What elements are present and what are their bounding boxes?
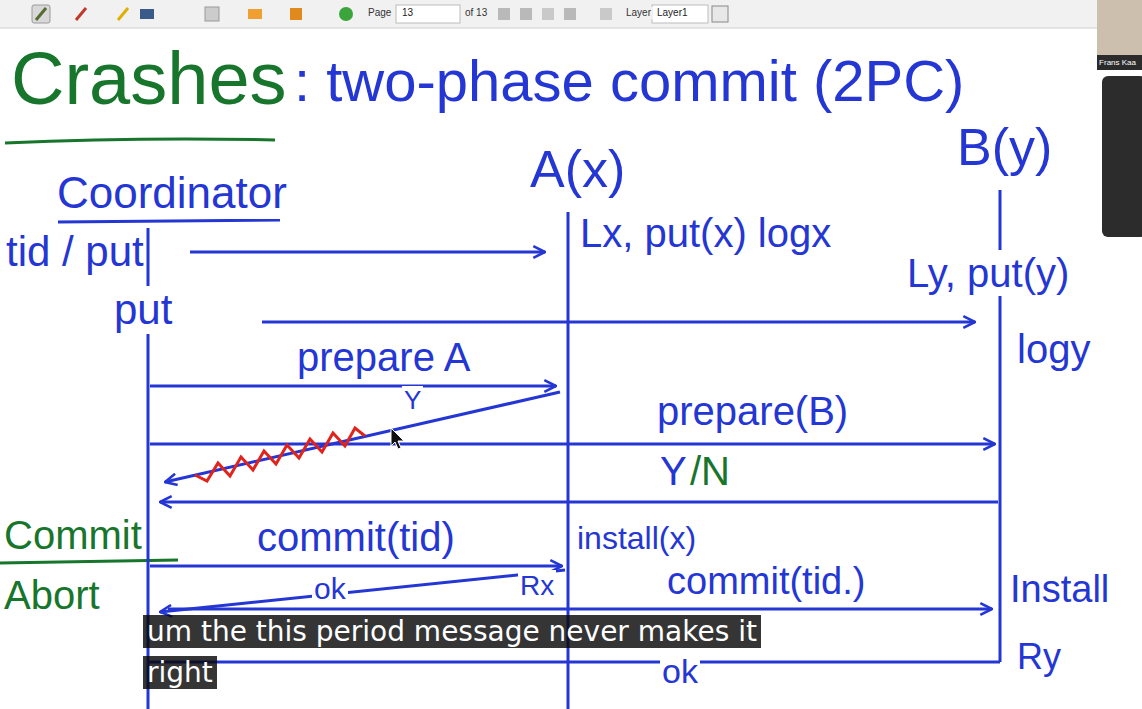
video-subtitle: um the this period message never makes i… [143,612,793,693]
reply-label: Y [658,448,689,494]
mouse-cursor [391,428,404,449]
webcam-name-strip [1097,55,1142,70]
toolbar-border [0,28,1142,29]
coordinator-underline [58,220,280,222]
page-number: 13 [400,7,415,19]
reply-label: ok [660,652,700,691]
toolbar-label: Page [366,7,393,19]
log-note: Ly, put(y) [905,250,1071,296]
release-note: Ry [1015,636,1063,677]
decision-label: Abort [2,572,102,618]
page-title: Crashes [8,36,290,121]
toolbar-label: of 13 [463,7,489,19]
toolbar-label: Layer [624,7,653,19]
participant-name: B(y) [955,118,1054,178]
reply-label: ok [312,572,348,607]
install-note: install(x) [575,520,698,557]
log-note: logy [1015,326,1092,372]
participant-name: Coordinator [55,168,289,219]
title-subtitle: : two-phase commit (2PC) [292,48,966,115]
log-note: Lx, put(x) logx [578,210,833,256]
toolbar [0,0,1142,28]
participant-name: A(x) [528,140,627,200]
decision-label: Commit [2,512,144,558]
install-note: Install [1008,568,1111,612]
message-label: commit(tid) [255,514,457,560]
webcam-name: Frans Kaa [1097,58,1138,67]
bottom-line [148,661,1000,664]
webcam-thumbnail [1097,0,1142,70]
commit-underline [0,560,178,563]
message-label: prepare A [295,334,472,380]
message-label: prepare(B) [655,388,850,434]
side-panel [1102,76,1142,237]
toolbar-icons [32,5,728,23]
reply-label: /N [688,448,732,494]
reply-label: Y [402,386,423,416]
message-label: commit(tid.) [665,560,867,604]
step-note: tid / put [4,228,146,276]
title-underline [5,139,275,143]
step-note: put [112,286,174,334]
message-arrows [150,252,998,612]
layer-name: Layer1 [655,7,690,19]
release-note: Rx [518,570,556,602]
lost-message-squiggle [195,428,365,481]
